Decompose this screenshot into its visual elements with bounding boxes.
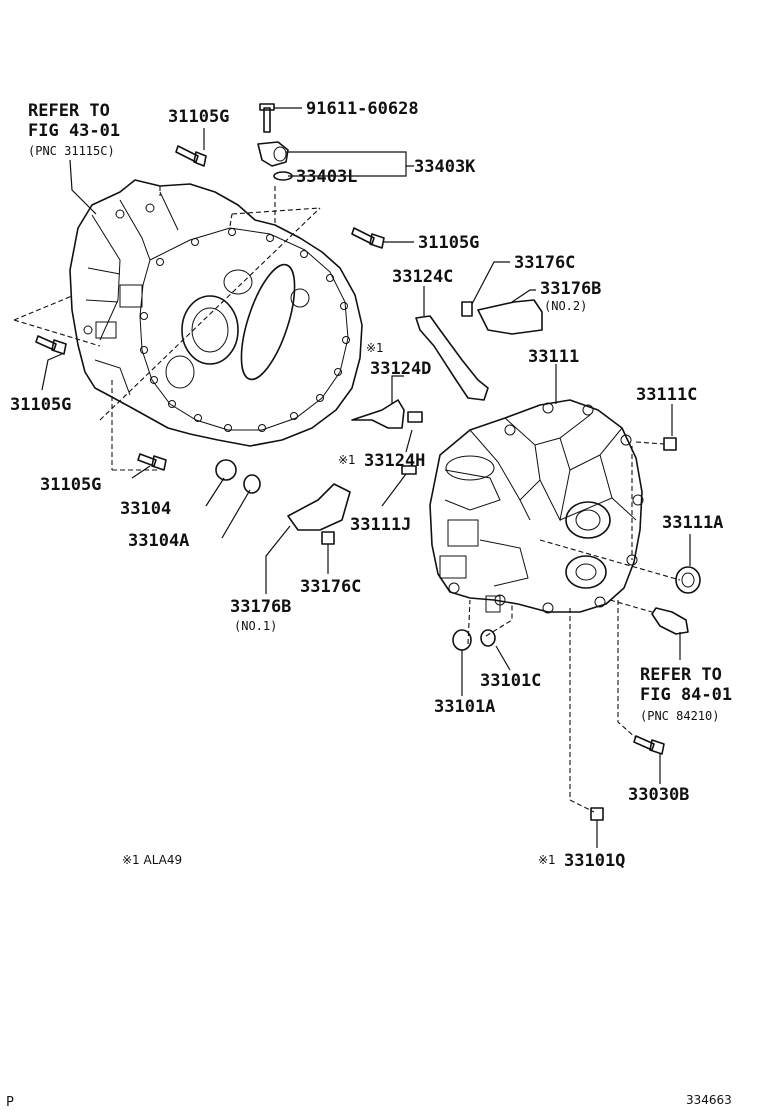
label-33176b-no1: (NO.1) [234, 619, 277, 633]
label-33176b-top: 33176B [540, 279, 601, 299]
transaxle-case [429, 399, 644, 614]
speed-sensor [651, 607, 689, 635]
pin-33111j [401, 465, 417, 475]
label-33111a: 33111A [662, 513, 723, 533]
seal-33111a [675, 566, 701, 594]
mark-33124d: ※1 [366, 341, 384, 355]
label-33111: 33111 [528, 347, 579, 367]
gasket-33101c [480, 629, 496, 647]
bolt-91611 [259, 103, 275, 133]
label-31105g-bot: 31105G [40, 475, 101, 495]
label-33124d: 33124D [370, 359, 431, 379]
bolt-33176c-top [461, 301, 473, 317]
bracket-33124d [351, 399, 405, 429]
bolt-33176c-bot [321, 531, 335, 545]
plate-33176b-no1 [287, 483, 351, 531]
label-31105g-top: 31105G [168, 107, 229, 127]
leader-lines [41, 107, 691, 848]
hidden-lines [13, 186, 681, 813]
label-refer-fig-84-number: FIG 84-01 [640, 685, 732, 705]
label-33176b-bot: 33176B [230, 597, 291, 617]
gasket-33104a [243, 474, 261, 494]
label-33176b-no2: (NO.2) [544, 299, 587, 313]
plug-33101q [590, 807, 604, 821]
label-refer-fig-84: REFER TO [640, 665, 722, 685]
label-refer-fig-43-number: FIG 43-01 [28, 121, 120, 141]
label-33124c: 33124C [392, 267, 453, 287]
label-refer-pnc-31115c: (PNC 31115C) [28, 144, 115, 158]
bolt-31105g-top [175, 145, 207, 167]
mark-33124h: ※1 [338, 453, 356, 467]
lever-33403k [257, 141, 289, 167]
plug-33104 [215, 459, 237, 481]
label-33176c-bot: 33176C [300, 577, 361, 597]
label-33101a: 33101A [434, 697, 495, 717]
bracket-33124c [415, 315, 489, 401]
label-33101c: 33101C [480, 671, 541, 691]
bolt-33124h [407, 411, 423, 423]
label-33101q: 33101Q [564, 851, 625, 871]
label-33104a: 33104A [128, 531, 189, 551]
label-33030b: 33030B [628, 785, 689, 805]
corner-mark-p: P [6, 1095, 14, 1110]
label-refer-fig-43: REFER TO [28, 101, 110, 121]
label-refer-pnc-84210: (PNC 84210) [640, 709, 719, 723]
label-33111j: 33111J [350, 515, 411, 535]
label-33403l: 33403L [296, 167, 357, 187]
label-33124h: 33124H [364, 451, 425, 471]
plate-33176b-no2 [477, 299, 543, 335]
plug-33111c [663, 437, 677, 451]
footnote-ala49: ※1 ALA49 [122, 853, 182, 867]
figure-id: 334663 [686, 1093, 732, 1107]
bolt-31105g-mid [351, 227, 385, 249]
label-33403k: 33403K [414, 157, 476, 177]
label-91611-60628: 91611-60628 [306, 99, 419, 119]
bolt-31105g-left [35, 335, 67, 355]
bolt-31105g-bot [137, 453, 167, 471]
label-33111c: 33111C [636, 385, 697, 405]
label-33104: 33104 [120, 499, 171, 519]
transmission-housing [69, 179, 363, 447]
label-31105g-mid: 31105G [418, 233, 479, 253]
label-33176c-top: 33176C [514, 253, 575, 273]
label-31105g-left: 31105G [10, 395, 71, 415]
bolt-33030b [633, 735, 665, 755]
mark-33101q: ※1 [538, 853, 556, 867]
